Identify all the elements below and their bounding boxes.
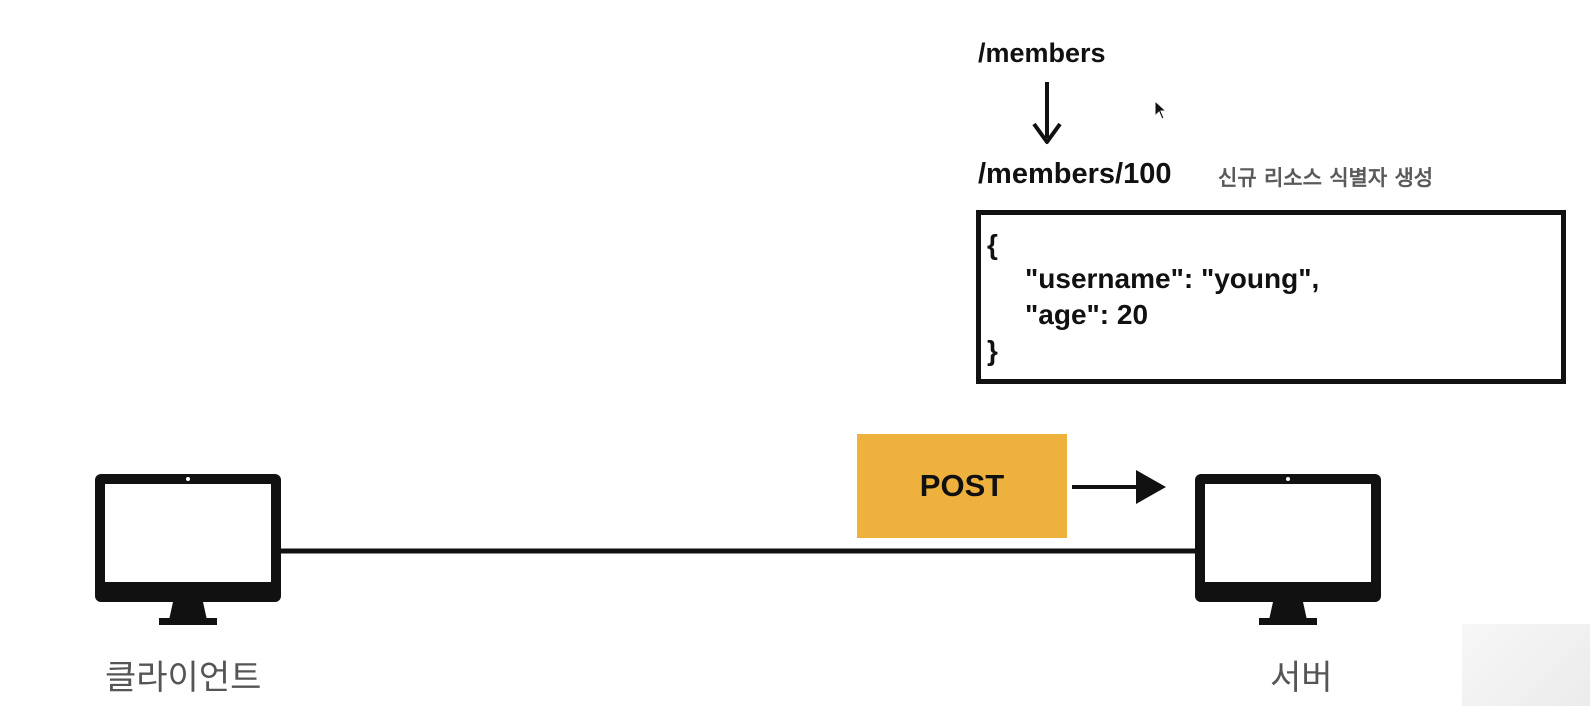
corner-shade	[1462, 624, 1590, 706]
client-label: 클라이언트	[105, 658, 262, 698]
json-open-brace: {	[987, 229, 998, 260]
down-arrow-icon	[1032, 82, 1062, 144]
json-username-line: "username": "young",	[1025, 263, 1320, 294]
right-arrow-icon	[1072, 470, 1166, 504]
json-body-box: { "username": "young", "age": 20 }	[976, 210, 1566, 384]
json-close-brace: }	[987, 335, 998, 366]
json-age-line: "age": 20	[1025, 299, 1149, 330]
http-method-badge: POST	[857, 434, 1067, 538]
created-path-note: 신규 리소스 식별자 생성	[1218, 166, 1434, 190]
server-monitor-icon	[1195, 474, 1381, 625]
cursor-icon	[1154, 100, 1168, 120]
created-path-label: /members/100	[978, 158, 1172, 190]
connection-line	[280, 548, 1198, 554]
server-label: 서버	[1270, 658, 1333, 698]
source-path-label: /members	[978, 38, 1106, 68]
client-monitor-icon	[95, 474, 281, 625]
